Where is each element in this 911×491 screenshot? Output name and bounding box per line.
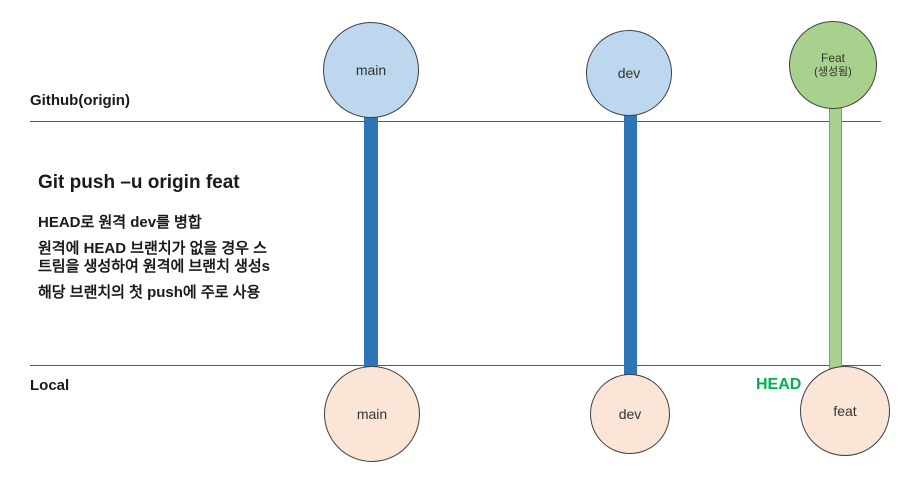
- origin-divider-line: [30, 121, 881, 122]
- remote-branch-dev: dev: [586, 30, 672, 116]
- note-line: HEAD로 원격 dev를 병합: [38, 214, 202, 231]
- local-divider-line: [30, 365, 881, 366]
- remote-branch-dev-label: dev: [617, 64, 641, 81]
- local-branch-main: main: [324, 366, 420, 462]
- command-notes: HEAD로 원격 dev를 병합 원격에 HEAD 브랜치가 없을 경우 스 트…: [38, 214, 270, 302]
- local-section-label: Local: [30, 377, 70, 394]
- remote-branch-main-label: main: [355, 61, 387, 78]
- local-branch-feat: feat: [800, 366, 890, 456]
- remote-branch-main: main: [323, 22, 419, 118]
- feat-push-bar: [829, 103, 842, 373]
- local-branch-feat-label: feat: [833, 402, 857, 419]
- remote-branch-feat-sublabel: (생성됨): [814, 65, 852, 78]
- local-branch-dev: dev: [590, 374, 670, 454]
- note-line: 트림을 생성하여 원격에 브랜치 생성s: [38, 258, 271, 275]
- command-title: Git push –u origin feat: [38, 172, 240, 193]
- remote-branch-feat: Feat (생성됨): [789, 21, 877, 109]
- note-line: 원격에 HEAD 브랜치가 없을 경우 스: [38, 240, 267, 257]
- local-branch-dev-label: dev: [618, 405, 642, 422]
- head-pointer-label: HEAD: [756, 376, 802, 393]
- note-line: 해당 브랜치의 첫 push에 주로 사용: [38, 284, 261, 301]
- remote-branch-feat-label: Feat: [820, 50, 845, 65]
- main-sync-bar: [364, 112, 378, 374]
- origin-section-label: Github(origin): [30, 92, 130, 109]
- dev-sync-bar: [624, 112, 637, 380]
- local-branch-main-label: main: [356, 405, 388, 422]
